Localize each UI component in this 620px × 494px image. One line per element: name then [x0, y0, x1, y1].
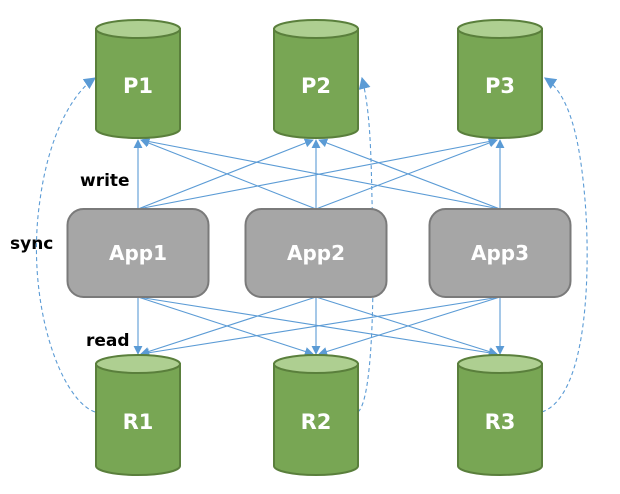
read-edge-app2-r1 [140, 296, 317, 356]
app-label-app2: App2 [287, 241, 345, 265]
primary-db-p3: P3 [457, 19, 543, 139]
app-box-app2 [244, 208, 388, 298]
app-node-app1: App1 [66, 208, 210, 298]
replica-db-r2-body [273, 363, 359, 476]
write-edge-app3-p2 [318, 138, 501, 210]
primary-db-p1: P1 [95, 19, 181, 139]
sync-edge-r3-p3 [541, 77, 588, 413]
app-node-app3: App3 [428, 208, 572, 298]
sync-edge-r1-p1 [35, 77, 96, 413]
replica-db-r2-top [273, 354, 359, 374]
write-edges [133, 137, 505, 210]
replica-db-r3-top [457, 354, 543, 374]
replica-db-r2: R2 [273, 354, 359, 476]
replica-db-r2-label: R2 [301, 410, 332, 434]
primary-db-p1-label: P1 [123, 74, 153, 98]
primary-db-p1-top [95, 19, 181, 39]
app-box-app3 [428, 208, 572, 298]
sync-label: sync [10, 234, 53, 254]
write-edge-app1-p2 [137, 138, 314, 210]
app-label-app1: App1 [109, 241, 167, 265]
write-edge-app2-p3 [315, 138, 498, 210]
primary-db-p3-body [457, 28, 543, 139]
replica-db-r1: R1 [95, 354, 181, 476]
read-edge-app3-r2 [318, 296, 501, 356]
write-edge-app2-p1 [140, 138, 317, 210]
app-node-app2: App2 [244, 208, 388, 298]
replica-db-r3-label: R3 [485, 410, 516, 434]
primary-db-p3-top [457, 19, 543, 39]
replica-db-r1-label: R1 [123, 410, 154, 434]
read-edge-app2-r3 [315, 296, 498, 356]
read-edge-app3-r1 [140, 296, 501, 358]
primary-db-p1-body [95, 28, 181, 139]
read-edge-app1-r2 [137, 296, 314, 356]
primary-db-p2-body [273, 28, 359, 139]
replica-db-r1-top [95, 354, 181, 374]
replica-db-r3-body [457, 363, 543, 476]
read-label: read [86, 331, 130, 351]
primary-db-p3-label: P3 [485, 74, 515, 98]
primary-db-p2-top [273, 19, 359, 39]
write-edge-app1-p3 [137, 137, 498, 210]
primary-db-p2-label: P2 [301, 74, 331, 98]
write-label: write [80, 171, 130, 191]
write-edge-app3-p1 [140, 137, 501, 210]
app-box-app1 [66, 208, 210, 298]
app-label-app3: App3 [471, 241, 529, 265]
primary-db-p2: P2 [273, 19, 359, 139]
replica-db-r3: R3 [457, 354, 543, 476]
replica-db-r1-body [95, 363, 181, 476]
read-edges [133, 296, 505, 358]
